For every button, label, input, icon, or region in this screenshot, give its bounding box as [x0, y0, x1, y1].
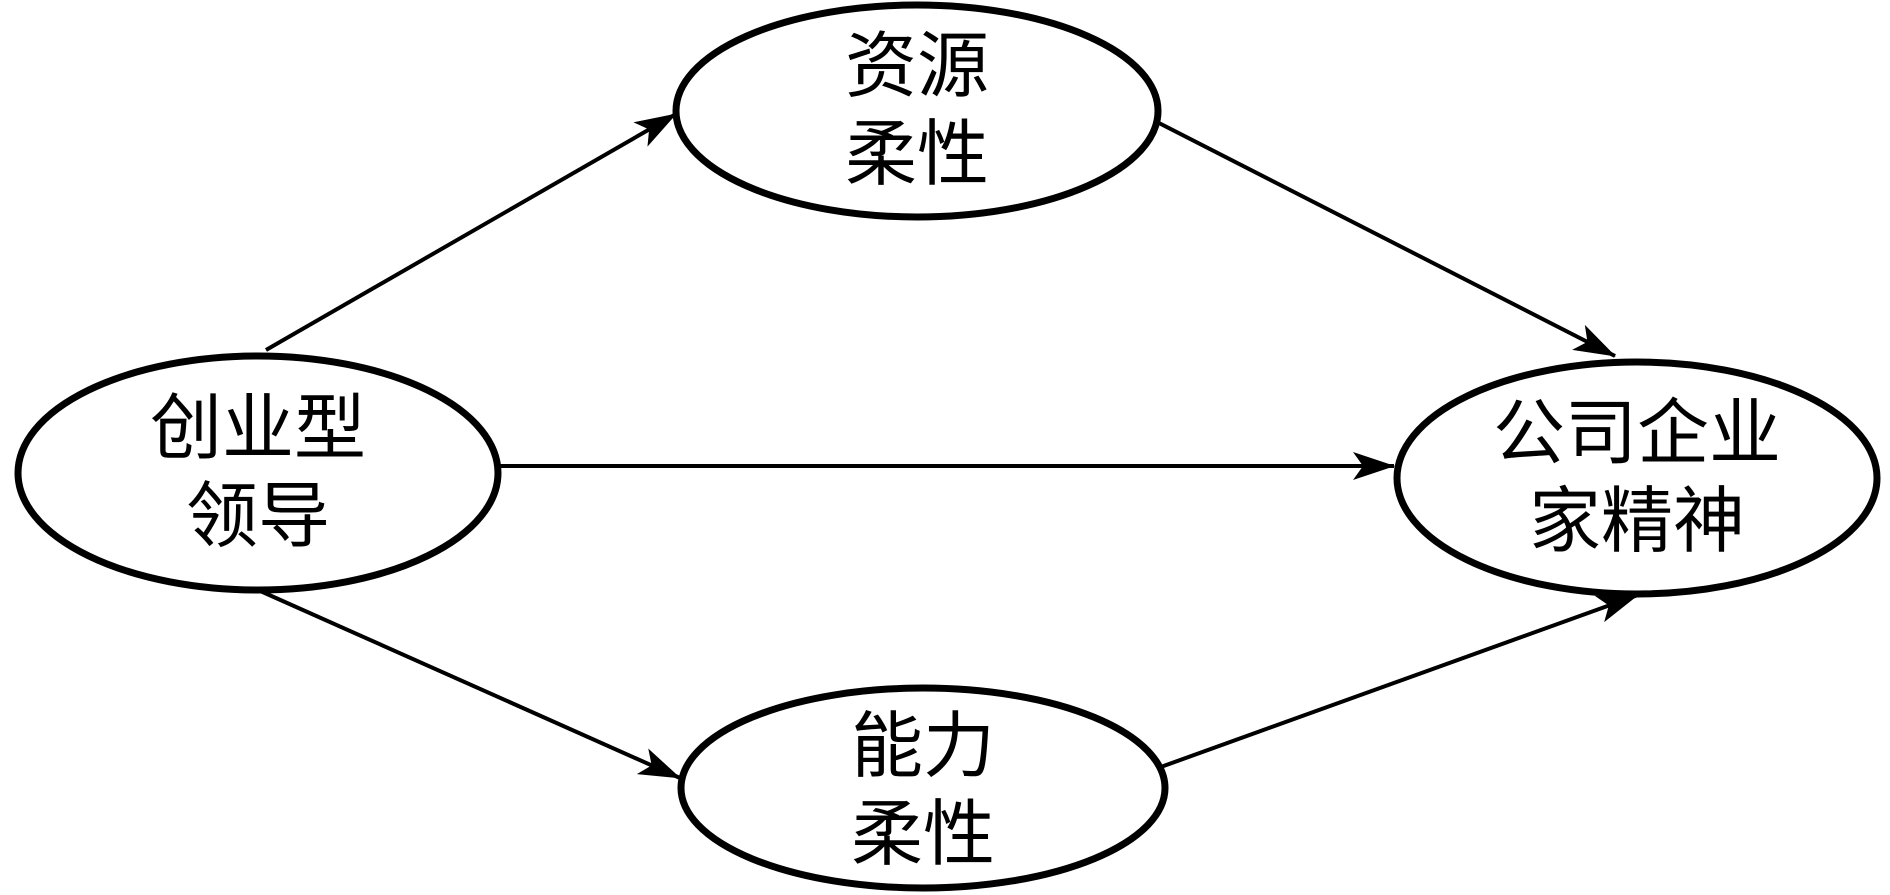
node-resource-flexibility: 资源 柔性: [672, 1, 1162, 221]
edges-layer: [257, 112, 1639, 780]
capability-flexibility-label-line2: 柔性: [851, 795, 995, 875]
arrow-capability-flexibility-to-corporate-entrepreneurship: [1157, 593, 1639, 770]
entrepreneurial-leadership-label-line2: 领导: [186, 477, 330, 557]
entrepreneurial-leadership-label-line1: 创业型: [150, 389, 366, 469]
entrepreneurial-leadership-ellipse: [14, 352, 502, 594]
node-capability-flexibility: 能力 柔性: [677, 684, 1169, 892]
resource-flexibility-label-line1: 资源: [845, 27, 989, 107]
resource-flexibility-ellipse: [672, 1, 1162, 221]
arrow-resource-flexibility-to-corporate-entrepreneurship: [1156, 120, 1616, 358]
arrow-leadership-to-capability-flexibility: [257, 588, 681, 780]
capability-flexibility-ellipse: [677, 684, 1169, 892]
corporate-entrepreneurship-ellipse: [1393, 358, 1881, 598]
capability-flexibility-label-line1: 能力: [851, 707, 995, 787]
corporate-entrepreneurship-label-line1: 公司企业: [1493, 394, 1781, 474]
resource-flexibility-label-line2: 柔性: [845, 115, 989, 195]
arrow-leadership-to-resource-flexibility: [265, 112, 677, 352]
node-corporate-entrepreneurship: 公司企业 家精神: [1393, 358, 1881, 598]
node-entrepreneurial-leadership: 创业型 领导: [14, 352, 502, 594]
corporate-entrepreneurship-label-line2: 家精神: [1529, 482, 1745, 562]
